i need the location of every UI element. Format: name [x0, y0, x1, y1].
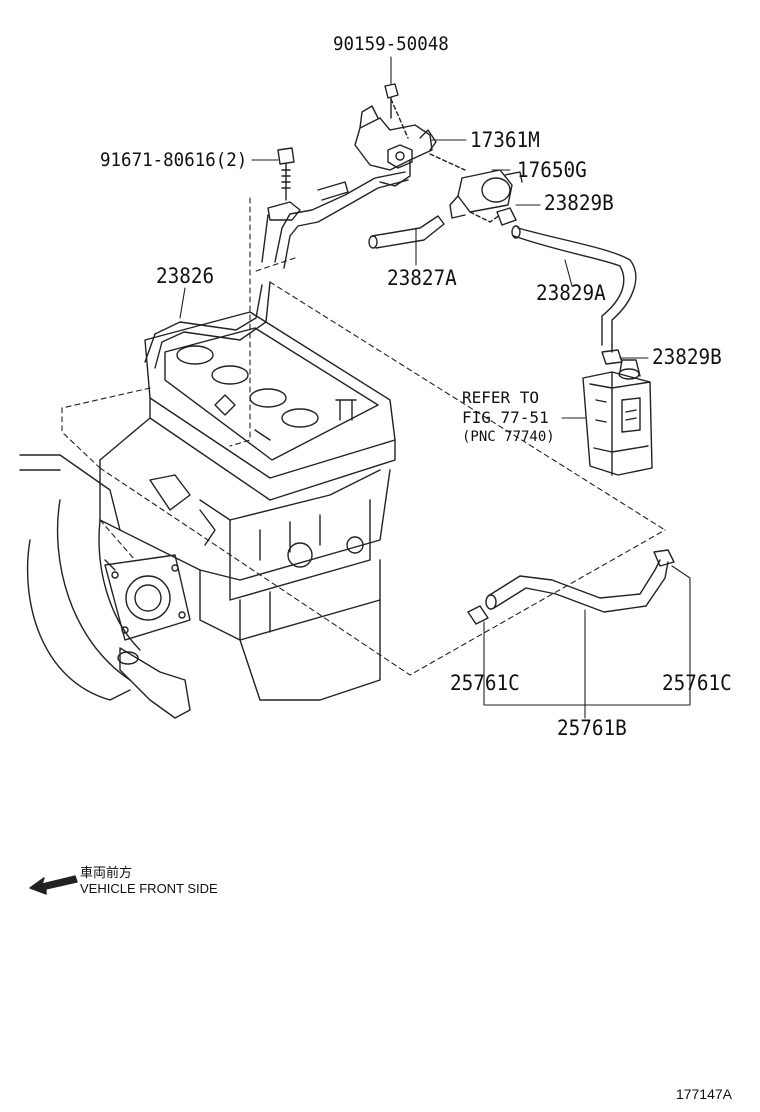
part-label-17361M: 17361M	[470, 128, 540, 152]
part-label-23826: 23826	[156, 264, 215, 288]
charcoal-canister	[582, 359, 653, 476]
part-label-25761C-right: 25761C	[662, 671, 732, 695]
legend-english: VEHICLE FRONT SIDE	[80, 881, 218, 896]
part-label-25761B: 25761B	[557, 716, 627, 740]
bolt-90159-50048	[384, 83, 399, 119]
reference-note-line2: FIG 77-51	[462, 408, 549, 427]
clamp-23829B-bottom	[601, 344, 623, 365]
leader-lines	[179, 56, 691, 719]
vehicle-front-arrow-icon	[29, 875, 78, 895]
part-label-91671-80616: 91671-80616(2)	[100, 149, 248, 171]
part-label-23829B-bottom: 23829B	[652, 345, 722, 369]
clamp-23829B-top	[496, 207, 517, 226]
reference-note-line3: (PNC 77740)	[462, 429, 555, 445]
bolt-91671-80616	[277, 147, 295, 201]
part-label-23829B-top: 23829B	[544, 191, 614, 215]
engine-reference-outline	[61, 197, 666, 676]
part-label-23827A: 23827A	[387, 266, 457, 290]
clamp-25761C-right	[653, 549, 675, 567]
reference-note-line1: REFER TO	[462, 388, 540, 407]
part-label-90159-50048: 90159-50048	[333, 33, 449, 55]
part-label-17650G: 17650G	[517, 158, 587, 182]
hose-23826	[144, 171, 409, 369]
hose-23827A	[368, 215, 445, 249]
dashed-leader	[390, 98, 466, 171]
engine-assembly	[19, 311, 396, 719]
legend-japanese: 車両前方	[80, 865, 133, 880]
part-label-23829A: 23829A	[536, 281, 606, 305]
part-label-25761C-left: 25761C	[450, 671, 520, 695]
hose-25761B	[485, 559, 669, 613]
clamp-25761C-left	[467, 605, 489, 625]
hose-23829A	[511, 225, 637, 346]
figure-id: 177147A	[675, 1086, 732, 1102]
